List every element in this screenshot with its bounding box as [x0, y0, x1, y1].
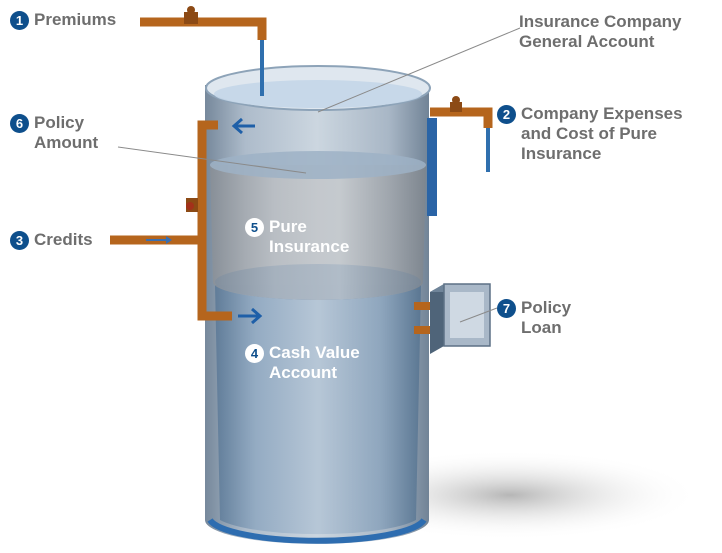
tank-bottom-rim: [207, 518, 427, 544]
policy-amount-valve-handle: [186, 202, 194, 210]
general-account-water: [214, 80, 422, 108]
general-account-line-2: General Account: [519, 32, 655, 51]
badge-7: 7: [497, 299, 516, 318]
label-policy-loan: 7 Policy Loan: [497, 298, 571, 338]
label-general-account: Insurance Company General Account: [519, 12, 682, 52]
cash-value-section: [215, 285, 421, 535]
pure-insurance-line-2: Insurance: [269, 237, 350, 256]
cash-value-line-1: Cash Value: [269, 343, 360, 362]
label-pure-insurance: 5 Pure Insurance: [245, 217, 349, 257]
policy-amount-leader: [117, 146, 307, 174]
pure-insurance-surface: [210, 151, 426, 179]
pure-insurance-section: [210, 165, 426, 300]
policy-amount-pipe: [197, 120, 232, 321]
badge-6: 6: [10, 114, 29, 133]
policy-loan-line-2: Loan: [521, 318, 562, 337]
credits-text: Credits: [34, 230, 93, 249]
label-credits: 3 Credits: [10, 230, 93, 250]
credits-arrow-head: [166, 236, 172, 244]
policy-amount-line-1: Policy: [34, 113, 85, 132]
expenses-valve-handle: [452, 96, 460, 104]
label-expenses: 2 Company Expenses and Cost of Pure Insu…: [497, 104, 683, 164]
premiums-pipe: [140, 17, 267, 40]
expenses-pipe: [430, 107, 493, 128]
policy-loan-leader: [459, 307, 498, 323]
policy-amount-line-2: Amount: [34, 133, 99, 152]
premiums-text: Premiums: [34, 10, 117, 29]
label-premiums: 1 Premiums: [10, 10, 116, 30]
badge-1: 1: [10, 11, 29, 30]
premiums-valve-handle: [187, 6, 195, 14]
label-policy-amount: 6 Policy Amount: [10, 113, 98, 153]
cash-value-arrow: [238, 307, 263, 325]
badge-3: 3: [10, 231, 29, 250]
policy-loan-line-1: Policy: [521, 298, 572, 317]
expenses-line-1: Company Expenses: [521, 104, 683, 123]
badge-2: 2: [497, 105, 516, 124]
label-cash-value: 4 Cash Value Account: [245, 343, 360, 383]
policy-amount-arrow: [231, 117, 255, 135]
pure-insurance-line-1: Pure: [269, 217, 307, 236]
expenses-valve: [450, 102, 462, 112]
general-account-line-1: Insurance Company: [519, 12, 682, 31]
expenses-line-3: Insurance: [521, 144, 602, 163]
badge-5: 5: [245, 218, 264, 237]
general-account-leader: [317, 27, 521, 113]
expense-outlet-panel: [427, 118, 437, 216]
badge-4: 4: [245, 344, 264, 363]
expenses-line-2: and Cost of Pure: [521, 124, 658, 143]
policy-loan-box-side: [430, 284, 444, 354]
premiums-valve: [184, 12, 198, 24]
cash-value-line-2: Account: [269, 363, 337, 382]
